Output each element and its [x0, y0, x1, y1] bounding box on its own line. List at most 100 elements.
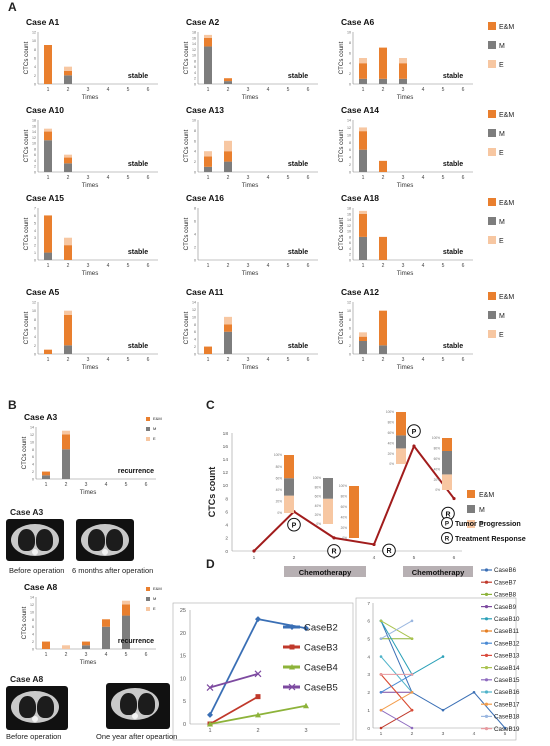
bar-e-2 [224, 316, 232, 325]
y-tick-label: 12 [347, 301, 351, 305]
legend-label: CaseB4 [304, 663, 338, 674]
x-tick-label: 3 [87, 87, 90, 93]
legend-label: CaseB5 [304, 683, 338, 694]
legend-label: CaseB14 [494, 665, 520, 672]
y-axis-label: CTCs count [21, 436, 28, 469]
data-point-1 [207, 711, 213, 718]
x-axis-label: Times [242, 182, 259, 189]
y-tick-label: 10 [30, 610, 34, 614]
x-tick-label: 3 [247, 263, 250, 269]
legend-item-caseb17: CaseB17 [481, 701, 520, 708]
x-tick-label: 3 [85, 652, 88, 658]
y-tick-label: 4 [349, 62, 351, 66]
series-caseb3 [207, 694, 261, 727]
x-tick-label: 4 [473, 731, 476, 737]
inset-tick-label: 40% [315, 504, 322, 508]
bar-m-2 [379, 78, 387, 84]
status-label: recurrence [118, 638, 154, 645]
y-tick-label: 0 [349, 171, 351, 175]
legend-item-caseb7: CaseB7 [481, 579, 517, 586]
legend-swatch-m [488, 311, 496, 319]
bar-e-1 [359, 332, 367, 337]
y-tick-label: 0 [34, 83, 36, 87]
bar-e-m-2 [64, 157, 72, 164]
legend-item-caseb2: CaseB2 [283, 623, 338, 634]
y-tick-label: 4 [349, 247, 351, 251]
event-letter: P [412, 429, 417, 436]
legend-label: CaseB11 [494, 628, 520, 635]
inset-tick-label: 60% [388, 431, 395, 435]
x-tick-label: 1 [362, 263, 365, 269]
legend-item-caseb6: CaseB6 [481, 567, 517, 574]
x-tick-label: 2 [67, 263, 70, 269]
x-tick-label: 2 [67, 87, 70, 93]
ct-a8-before-caption: Before operation [6, 732, 62, 741]
y-tick-label: 4 [34, 229, 36, 233]
legend-label-e: E [153, 606, 156, 611]
x-axis-label: Times [397, 94, 414, 101]
y-axis-label: CTCs count [183, 217, 190, 250]
legend-label-e-m: E&M [499, 112, 514, 119]
x-axis-label: Times [80, 659, 97, 666]
bar-e-2 [62, 645, 70, 649]
inset-segment-m [442, 451, 452, 475]
inset-tick-label: 100% [313, 476, 321, 480]
x-tick-label: 3 [402, 357, 405, 363]
chemotherapy-label-2: Chemotherapy [412, 568, 465, 577]
x-tick-label: 5 [442, 175, 445, 181]
y-axis-label: CTCs count [338, 311, 345, 344]
x-tick-label: 5 [127, 87, 130, 93]
data-point-2 [410, 619, 414, 623]
x-tick-label: 1 [362, 87, 365, 93]
x-tick-label: 4 [267, 263, 270, 269]
x-tick-label: 6 [462, 175, 465, 181]
data-point-2 [254, 670, 262, 678]
x-tick-label: 1 [47, 263, 50, 269]
y-tick-label: 8 [194, 129, 196, 133]
legend-marker [288, 683, 296, 691]
legend-swatch-e [146, 437, 150, 441]
series-caseb5 [206, 670, 262, 691]
y-axis-label: CTCs count [338, 129, 345, 162]
bar-m-3 [399, 78, 407, 84]
bar-e-1 [204, 151, 212, 157]
status-label: stable [128, 249, 148, 256]
x-tick-label: 5 [127, 357, 130, 363]
x-tick-label: 4 [267, 175, 270, 181]
x-tick-label: 2 [382, 263, 385, 269]
legend-marker [484, 580, 489, 584]
y-tick-label: 18 [32, 119, 36, 123]
series-line [209, 672, 259, 689]
y-tick-label: 20 [180, 631, 186, 637]
x-tick-label: 2 [411, 731, 414, 737]
y-tick-label: 6 [349, 51, 351, 55]
x-tick-label: 1 [207, 357, 210, 363]
ct-a8-title: Case A8 [10, 674, 44, 684]
legend-marker [484, 653, 489, 658]
ct-a3-title: Case A3 [10, 507, 44, 517]
series-caseb10 [379, 619, 445, 676]
y-tick-label: 2 [34, 74, 36, 78]
bar-e-m-2 [62, 434, 70, 450]
y-tick-label: 8 [34, 48, 36, 52]
y-tick-label: 6 [367, 619, 370, 625]
y-axis-label: CTCs count [183, 129, 190, 162]
data-point-3 [303, 625, 309, 632]
data-point-1 [379, 690, 383, 694]
y-tick-label: 4 [194, 150, 196, 154]
y-tick-label: 8 [34, 318, 36, 322]
y-tick-label: 2 [349, 163, 351, 167]
bar-e-m-1 [204, 156, 212, 167]
status-label: stable [443, 249, 463, 256]
data-point-3 [441, 655, 445, 658]
inset-tick-label: 80% [341, 495, 348, 499]
x-axis-label: Times [397, 270, 414, 277]
data-point-2 [255, 711, 261, 718]
series-caseb19 [379, 673, 414, 676]
bar-e-m-1 [359, 213, 367, 237]
data-point-4 [472, 690, 476, 694]
legend-label-e: E [499, 62, 504, 69]
